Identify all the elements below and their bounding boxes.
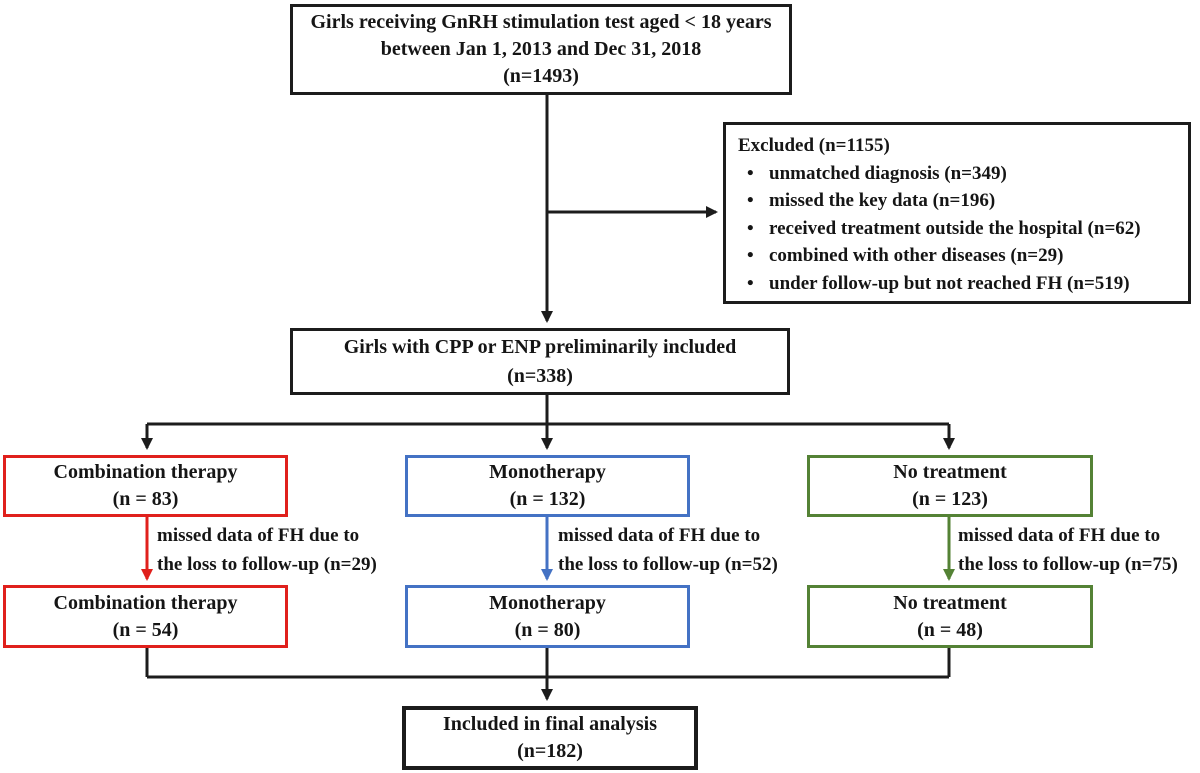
included-box-line1: Girls with CPP or ENP preliminarily incl… bbox=[343, 335, 737, 358]
monotherapy-initial-count: (n = 132) bbox=[509, 488, 586, 510]
excluded-title: Excluded (n=1155) bbox=[738, 135, 890, 156]
top-population-box: Girls receiving GnRH stimulation test ag… bbox=[290, 4, 792, 95]
excluded-item: under follow-up but not reached FH (n=51… bbox=[738, 270, 1180, 298]
monotherapy-final-count: (n = 80) bbox=[514, 618, 581, 641]
excluded-item: received treatment outside the hospital … bbox=[738, 215, 1180, 243]
no-treatment-final-label: No treatment bbox=[893, 591, 1007, 614]
preliminary-included-box: Girls with CPP or ENP preliminarily incl… bbox=[290, 328, 790, 395]
no-treatment-initial-label: No treatment bbox=[893, 461, 1007, 483]
final-box-count: (n=182) bbox=[517, 740, 583, 762]
included-box-count: (n=338) bbox=[507, 364, 573, 387]
no-treatment-loss-line2: the loss to follow-up (n=75) bbox=[958, 554, 1178, 575]
monotherapy-initial-box: Monotherapy (n = 132) bbox=[405, 455, 690, 517]
excluded-item: unmatched diagnosis (n=349) bbox=[738, 160, 1180, 188]
combination-loss-line2: the loss to follow-up (n=29) bbox=[157, 554, 377, 575]
combination-loss-label: missed data of FH due to the loss to fol… bbox=[157, 521, 377, 579]
combination-therapy-initial-box: Combination therapy (n = 83) bbox=[3, 455, 288, 517]
no-treatment-final-box: No treatment (n = 48) bbox=[807, 585, 1093, 648]
monotherapy-initial-label: Monotherapy bbox=[489, 461, 606, 483]
monotherapy-loss-line1: missed data of FH due to bbox=[558, 525, 761, 546]
monotherapy-loss-label: missed data of FH due to the loss to fol… bbox=[558, 521, 778, 579]
no-treatment-final-count: (n = 48) bbox=[917, 618, 983, 641]
final-analysis-box: Included in final analysis (n=182) bbox=[402, 706, 698, 770]
top-box-count: (n=1493) bbox=[503, 65, 579, 87]
monotherapy-final-box: Monotherapy (n = 80) bbox=[405, 585, 690, 648]
monotherapy-final-label: Monotherapy bbox=[489, 591, 606, 614]
top-box-line2: between Jan 1, 2013 and Dec 31, 2018 bbox=[380, 38, 702, 60]
no-treatment-loss-line1: missed data of FH due to bbox=[958, 525, 1161, 546]
combination-initial-count: (n = 83) bbox=[112, 488, 179, 510]
combination-final-count: (n = 54) bbox=[112, 618, 179, 641]
top-box-line1: Girls receiving GnRH stimulation test ag… bbox=[310, 11, 772, 33]
excluded-item: missed the key data (n=196) bbox=[738, 187, 1180, 215]
final-box-line1: Included in final analysis bbox=[443, 713, 657, 735]
combination-final-label: Combination therapy bbox=[53, 591, 238, 614]
no-treatment-initial-count: (n = 123) bbox=[912, 488, 988, 510]
no-treatment-initial-box: No treatment (n = 123) bbox=[807, 455, 1093, 517]
no-treatment-loss-label: missed data of FH due to the loss to fol… bbox=[958, 521, 1178, 579]
excluded-box: Excluded (n=1155) unmatched diagnosis (n… bbox=[723, 122, 1191, 304]
monotherapy-loss-line2: the loss to follow-up (n=52) bbox=[558, 554, 778, 575]
combination-loss-line1: missed data of FH due to bbox=[157, 525, 360, 546]
excluded-item: combined with other diseases (n=29) bbox=[738, 242, 1180, 270]
excluded-list: unmatched diagnosis (n=349) missed the k… bbox=[738, 160, 1180, 298]
combination-therapy-final-box: Combination therapy (n = 54) bbox=[3, 585, 288, 648]
combination-initial-label: Combination therapy bbox=[53, 461, 238, 483]
